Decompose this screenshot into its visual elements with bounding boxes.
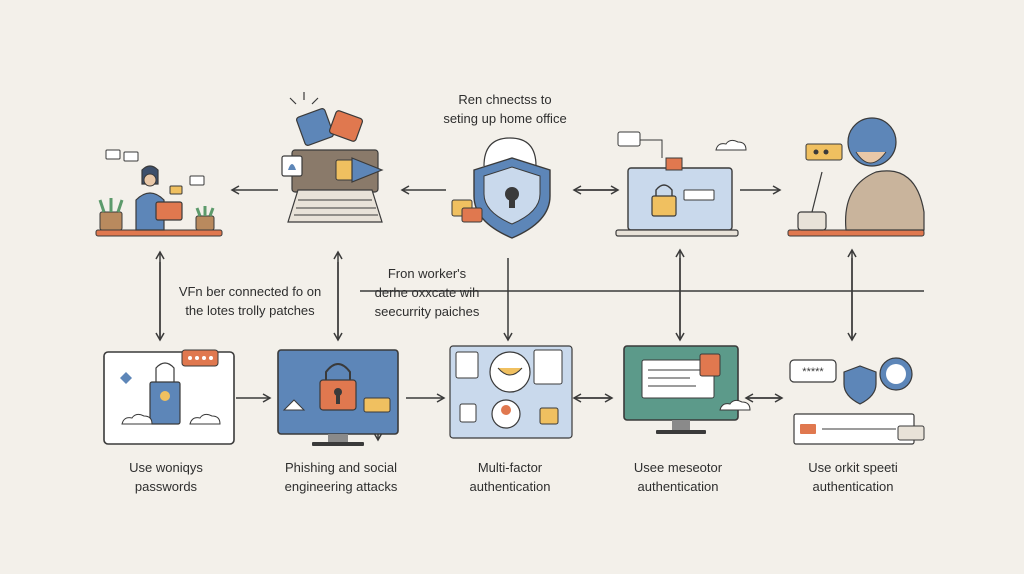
monitor-authentication-illustration xyxy=(623,345,751,434)
bottom-label-3: Multi-factor authentication xyxy=(440,458,580,496)
strong-authentication-illustration: ***** xyxy=(789,357,925,445)
bottom-label-1: Use woniqys passwords xyxy=(100,458,232,496)
bottom-label-2: Phishing and social engineering attacks xyxy=(266,458,416,496)
top-caption-line-1: Ren chnectss to xyxy=(458,92,552,107)
bottom-label-1-line-2: passwords xyxy=(134,479,198,494)
phishing-monitor-illustration xyxy=(277,349,399,446)
bottom-label-4-line-1: Usee meseotor xyxy=(633,460,723,475)
multi-factor-hub-illustration xyxy=(449,345,573,439)
laptop-lock-illustration xyxy=(615,131,747,237)
bottom-label-2-line-2: engineering attacks xyxy=(284,479,398,494)
bottom-label-1-line-1: Use woniqys xyxy=(129,460,203,475)
top-caption: Ren chnectss to seting up home office xyxy=(420,90,590,128)
bottom-label-5-line-2: authentication xyxy=(812,479,894,494)
bottom-label-4-line-2: authentication xyxy=(637,479,719,494)
connector-arrows xyxy=(155,185,924,442)
bottom-label-5: Use orkit speeti authentication xyxy=(778,458,928,496)
top-caption-line-2: seting up home office xyxy=(443,111,567,126)
password-tablet-illustration xyxy=(103,349,235,445)
mid-caption-left-line-2: the lotes trolly patches xyxy=(185,303,315,318)
bottom-label-5-line-1: Use orkit speeti xyxy=(808,460,898,475)
password-bubble-text: ***** xyxy=(802,366,824,378)
bottom-label-4: Usee meseotor authentication xyxy=(608,458,748,496)
bottom-label-3-line-1: Multi-factor xyxy=(477,460,543,475)
mid-caption-left: VFn ber connected fo on the lotes trolly… xyxy=(168,282,332,320)
mid-caption-center-line-2: derhe oxxcate wih xyxy=(374,285,480,300)
mid-caption-center-line-3: seecurrity paiches xyxy=(374,304,480,319)
shield-lock-illustration xyxy=(451,137,551,239)
remote-worker-illustration xyxy=(95,149,223,237)
mid-caption-center: Fron worker's derhe oxxcate wih seecurri… xyxy=(352,264,502,321)
bottom-label-3-line-2: authentication xyxy=(469,479,551,494)
bottom-label-2-line-1: Phishing and social xyxy=(284,460,398,475)
mid-caption-center-line-1: Fron worker's xyxy=(387,266,467,281)
person-with-headset-illustration xyxy=(787,117,925,237)
mid-caption-left-line-1: VFn ber connected fo on xyxy=(178,284,322,299)
computer-keyboard-illustration xyxy=(281,92,384,223)
